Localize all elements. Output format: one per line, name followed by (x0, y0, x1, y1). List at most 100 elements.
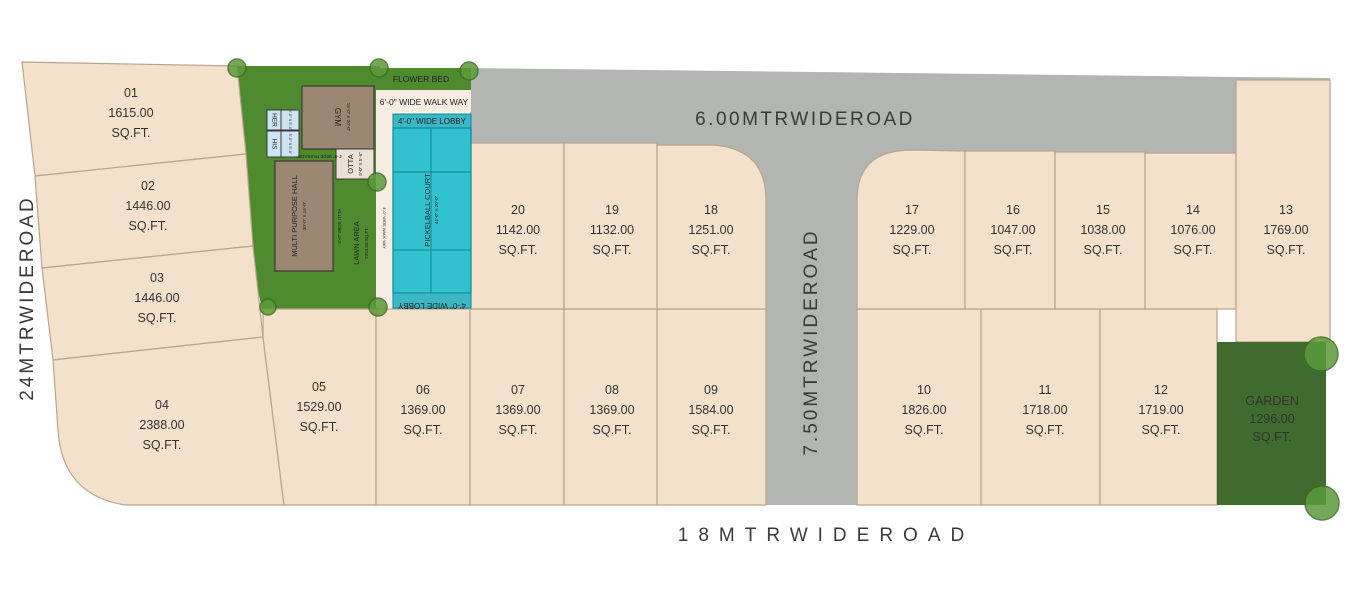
plot-05[interactable] (262, 308, 377, 506)
plot-unit: SQ.FT. (1142, 423, 1181, 437)
plot-number: 16 (1006, 203, 1020, 217)
gym-size-label: 15'-0" X 20'-0" (346, 103, 351, 132)
plot-area: 1719.00 (1138, 403, 1183, 417)
plot-number: 09 (704, 383, 718, 397)
plot-unit: SQ.FT. (1174, 243, 1213, 257)
side-walk-way-label: 4'-0" WIDE WALK WAY (382, 207, 387, 249)
plot-number: 01 (124, 86, 138, 100)
walk-way-label: 6'-0" WIDE WALK WAY (380, 97, 469, 107)
plot-18[interactable] (656, 144, 767, 310)
plot-unit: SQ.FT. (905, 423, 944, 437)
flower-bed-label: FLOWER BED (393, 74, 449, 84)
flower-bed (376, 68, 471, 90)
plot-area: 1446.00 (125, 199, 170, 213)
plot-09[interactable] (656, 308, 767, 506)
center-road (712, 145, 1240, 505)
plot-unit: SQ.FT. (593, 423, 632, 437)
tree-icon (367, 172, 387, 192)
plot-number: 14 (1186, 203, 1200, 217)
court-size-label: 44'-0" X 20'-0" (434, 195, 439, 224)
plot-unit: SQ.FT. (994, 243, 1033, 257)
plot-14[interactable] (1144, 152, 1237, 310)
tree-icon (1303, 336, 1339, 372)
top-road-label: 6.00MTRWIDEROAD (695, 109, 915, 130)
tree-icon (259, 298, 277, 316)
plot-06[interactable] (375, 308, 471, 506)
plot-unit: SQ.FT. (692, 423, 731, 437)
his-size-label: 5'-0" X 5'-0" (288, 134, 293, 155)
plot-number: 18 (704, 203, 718, 217)
his-label: HIS (270, 139, 277, 151)
plot-unit: SQ.FT. (499, 243, 538, 257)
her-room-annex[interactable] (280, 109, 300, 131)
passage-label: 4'-0" WIDE PASSAGE (298, 154, 342, 159)
plot-number: 07 (511, 383, 525, 397)
plot-unit: SQ.FT. (1026, 423, 1065, 437)
plot-area: 1076.00 (1170, 223, 1215, 237)
gym-building[interactable] (301, 85, 375, 150)
center-road-label: 7.50MTRWIDEROAD (801, 228, 822, 455)
plot-area: 1251.00 (688, 223, 733, 237)
plot-unit: SQ.FT. (300, 420, 339, 434)
garden-area: 1296.00 (1249, 412, 1294, 426)
plot-unit: SQ.FT. (404, 423, 443, 437)
court-label: PICKELBALL COURT (423, 173, 432, 247)
plot-area: 1826.00 (901, 403, 946, 417)
plot-unit: SQ.FT. (1267, 243, 1306, 257)
bottom-road-label: 18MTRWIDEROAD (678, 525, 974, 546)
plot-area: 1229.00 (889, 223, 934, 237)
plot-11[interactable] (980, 308, 1101, 506)
plot-unit: SQ.FT. (593, 243, 632, 257)
plot-17[interactable] (856, 149, 966, 310)
plot-area: 1529.00 (296, 400, 341, 414)
plot-number: 11 (1039, 383, 1052, 397)
plot-unit: SQ.FT. (893, 243, 932, 257)
plot-08[interactable] (563, 308, 658, 506)
plot-12[interactable] (1099, 308, 1218, 506)
plot-unit: SQ.FT. (129, 219, 168, 233)
tree-icon (227, 58, 247, 78)
pickleball-court[interactable] (392, 127, 472, 294)
otta-label: OTTA (346, 154, 355, 173)
plot-area: 1615.00 (108, 106, 153, 120)
lawn-size-label: 2253.00 SQ.FT. (364, 227, 369, 259)
gym-label: GYM (333, 108, 342, 127)
plot-number: 05 (312, 380, 326, 394)
his-room-annex[interactable] (280, 130, 300, 158)
plot-area: 1584.00 (688, 403, 733, 417)
plot-number: 02 (141, 179, 155, 193)
lobby-bottom (392, 292, 472, 309)
her-label: HER (270, 113, 277, 127)
plot-number: 06 (416, 383, 430, 397)
wide-otta-label: 5'-0" WIDE OTTA (337, 209, 342, 244)
left-road-label: 24MTRWIDEROAD (17, 195, 38, 400)
plot-number: 10 (917, 383, 931, 397)
plot-area: 1142.00 (496, 223, 540, 237)
plot-unit: SQ.FT. (112, 126, 151, 140)
tree-icon (1304, 485, 1340, 521)
her-size-label: 5'-0" X 5'-0" (288, 110, 293, 131)
multi-purpose-hall[interactable] (274, 160, 334, 272)
plot-number: 04 (155, 398, 169, 412)
plot-number: 13 (1279, 203, 1293, 217)
tree-icon (368, 297, 388, 317)
plot-unit: SQ.FT. (499, 423, 538, 437)
plot-04[interactable] (52, 336, 285, 506)
plot-area: 1369.00 (589, 403, 634, 417)
lobby-top-label: 4'-0" WIDE LOBBY (398, 117, 467, 126)
plot-area: 1718.00 (1022, 403, 1067, 417)
plot-10[interactable] (856, 308, 982, 506)
lawn-label: LAWN AREA (352, 221, 361, 264)
plot-area: 1446.00 (134, 291, 179, 305)
plot-area: 1132.00 (590, 223, 634, 237)
plot-number: 19 (605, 203, 619, 217)
tree-icon (459, 61, 479, 81)
garden[interactable] (1217, 342, 1326, 505)
plot-19[interactable] (563, 142, 658, 310)
plot-number: 12 (1154, 383, 1168, 397)
plot-number: 17 (905, 203, 919, 217)
plot-number: 15 (1096, 203, 1110, 217)
otta-block (335, 148, 375, 180)
plot-area: 1769.00 (1263, 223, 1308, 237)
